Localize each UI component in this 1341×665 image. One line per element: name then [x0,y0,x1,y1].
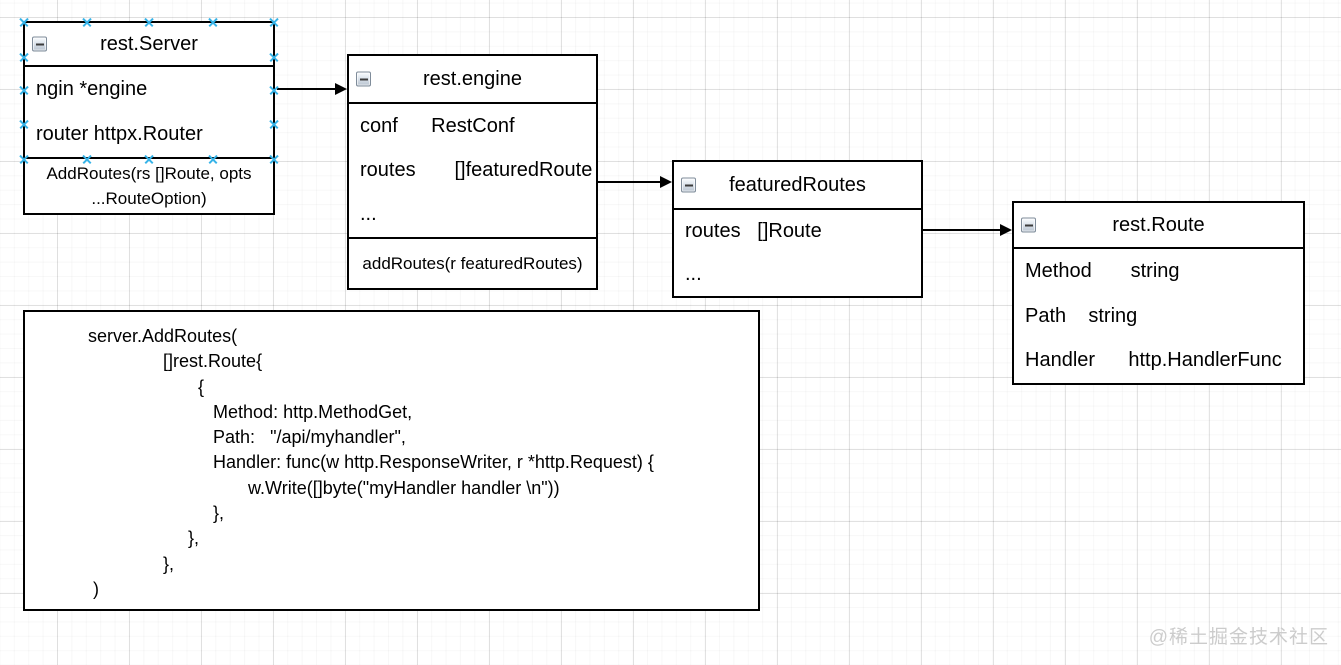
code-line: ) [48,578,100,599]
class-method[interactable]: AddRoutes(rs []Route, opts ...RouteOptio… [25,157,273,213]
class-field[interactable]: ngin *engine [36,78,148,100]
connection-point-icon[interactable] [82,154,93,165]
class-fields-section: ngin *engine router httpx.Router [25,67,273,157]
code-line: Path: "/api/myhandler", [48,427,406,448]
class-method[interactable]: addRoutes(r featuredRoutes) [349,237,596,288]
connection-point-icon[interactable] [269,17,280,28]
collapse-minus-icon[interactable] [32,36,47,52]
code-line: }, [48,553,175,574]
code-block[interactable]: server.AddRoutes( []rest.Route{ { Method… [23,310,760,611]
connection-point-icon[interactable] [269,85,280,96]
class-fields-section: Method string Path string Handler http.H… [1014,249,1303,383]
class-fields-section: routes []Route ... [674,210,921,296]
code-line: w.Write([]byte("myHandler handler \n")) [48,477,560,498]
arrow-engine-to-featuredroutes[interactable] [598,176,672,188]
class-title: rest.Route [1112,213,1205,236]
connection-point-icon[interactable] [269,154,280,165]
code-line: }, [48,528,200,549]
class-field[interactable]: Handler http.HandlerFunc [1025,349,1282,372]
class-box-rest-server[interactable]: rest.Server ngin *engine router httpx.Ro… [23,21,275,215]
connection-point-icon[interactable] [144,154,155,165]
class-field[interactable]: routes []featuredRoute [360,158,593,181]
code-line: Method: http.MethodGet, [48,401,413,422]
class-header[interactable]: rest.Route [1014,203,1303,249]
code-line: { [48,376,205,397]
class-field[interactable]: ... [360,203,377,226]
code-line: }, [48,503,225,524]
connection-point-icon[interactable] [208,17,219,28]
class-field[interactable]: routes []Route [685,220,822,242]
connection-point-icon[interactable] [19,52,30,63]
class-field[interactable]: Method string [1025,259,1180,282]
class-field[interactable]: Path string [1025,304,1138,327]
class-header[interactable]: rest.Server [25,23,273,67]
connection-point-icon[interactable] [19,85,30,96]
class-header[interactable]: rest.engine [349,56,596,104]
code-line: server.AddRoutes( [48,326,238,346]
class-title: rest.engine [423,67,522,90]
class-title: rest.Server [100,32,198,55]
connection-point-icon[interactable] [269,119,280,130]
class-fields-section: conf RestConf routes []featuredRoute ... [349,104,596,237]
connection-point-icon[interactable] [19,17,30,28]
class-field[interactable]: ... [685,263,702,285]
class-field[interactable]: router httpx.Router [36,123,203,145]
collapse-minus-icon[interactable] [356,71,371,87]
class-box-rest-route[interactable]: rest.Route Method string Path string Han… [1012,201,1305,385]
code-line: Handler: func(w http.ResponseWriter, r *… [48,452,654,473]
collapse-minus-icon[interactable] [1021,217,1036,233]
arrow-featuredroutes-to-route[interactable] [923,224,1012,236]
collapse-minus-icon[interactable] [681,177,696,193]
connection-point-icon[interactable] [82,17,93,28]
connection-point-icon[interactable] [269,52,280,63]
class-title: featuredRoutes [729,173,866,196]
connection-point-icon[interactable] [144,17,155,28]
connection-point-icon[interactable] [19,119,30,130]
class-header[interactable]: featuredRoutes [674,162,921,210]
class-field[interactable]: conf RestConf [360,114,515,137]
watermark: @稀土掘金技术社区 [1148,627,1329,648]
connection-point-icon[interactable] [208,154,219,165]
arrow-server-to-engine[interactable] [277,83,347,95]
code-line: []rest.Route{ [48,351,263,372]
class-box-featured-routes[interactable]: featuredRoutes routes []Route ... [672,160,923,298]
class-box-rest-engine[interactable]: rest.engine conf RestConf routes []featu… [347,54,598,290]
connection-point-icon[interactable] [19,154,30,165]
